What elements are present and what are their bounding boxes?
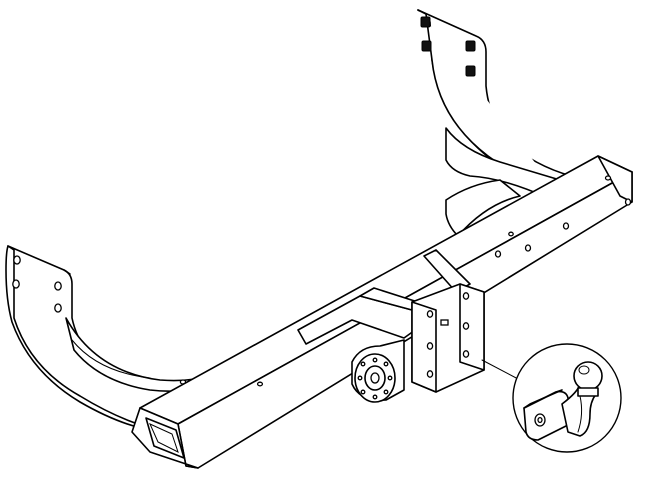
beam-hole-3 — [562, 222, 570, 230]
bracket-bolt-4 — [465, 65, 476, 77]
beam-hole-1 — [604, 175, 612, 181]
right-mounting-bracket — [417, 9, 599, 237]
plate-hole-4 — [462, 322, 470, 330]
beam-hole-7 — [256, 381, 264, 387]
bracket-hole-2 — [54, 281, 62, 291]
bracket-bolt-2 — [421, 40, 432, 52]
tow-ball — [573, 361, 603, 397]
bracket-bolt-1 — [420, 16, 431, 28]
beam-hole-2 — [624, 198, 632, 206]
plate-hole-2 — [462, 292, 470, 300]
bracket-bolt-3 — [465, 40, 476, 52]
detail-leader-line — [481, 359, 521, 381]
receiver-housing — [351, 339, 405, 403]
plate-hole-6 — [462, 350, 470, 358]
plate-hole-3 — [426, 342, 434, 350]
plate-hole-1 — [426, 310, 434, 318]
beam-hole-6 — [494, 250, 502, 258]
beam-hole-5 — [508, 231, 514, 237]
bracket-hole-4 — [54, 303, 62, 313]
tow-ball-detail-inset — [512, 343, 622, 453]
beam-hole-4 — [524, 244, 532, 252]
bracket-hole-1 — [13, 255, 21, 265]
receiver-flange — [354, 353, 396, 403]
central-mounting-plate — [297, 249, 485, 393]
plate-slot — [440, 319, 449, 326]
plate-hole-5 — [426, 370, 434, 378]
bracket-hole-3 — [12, 279, 20, 289]
left-mounting-bracket — [5, 245, 259, 431]
